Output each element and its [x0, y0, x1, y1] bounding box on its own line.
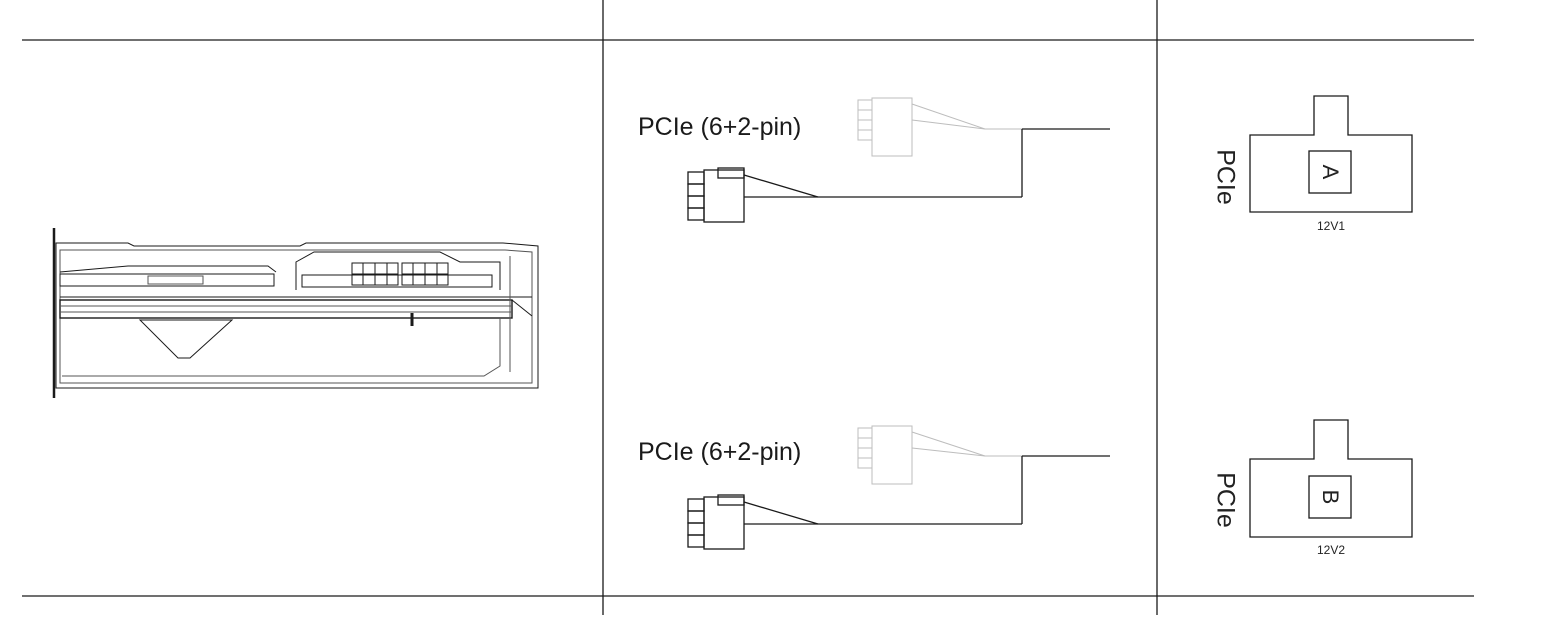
card-label-plate: [147, 275, 204, 285]
psu-connector-a-outline: [1249, 95, 1413, 213]
graphics-card-illustration: [52, 228, 539, 398]
psu-connector-b-outline: [1249, 419, 1413, 538]
pcie-cable-2: [687, 425, 1110, 550]
cable-1-label: PCIe (6+2-pin): [638, 113, 802, 141]
psu-connector-a: [1249, 95, 1413, 213]
faded-connector-2: [857, 425, 1022, 485]
psu-connector-a-letter-box: [1308, 150, 1352, 194]
psu-connector-b-rail-label: 12V2: [1316, 543, 1346, 557]
faded-connector-1: [857, 97, 1022, 157]
power-connector-housing: [295, 251, 501, 290]
backplate-notch: [138, 319, 234, 359]
pcb-end-bevel: [511, 299, 533, 317]
psu-connector-a-rail-label: 12V1: [1316, 219, 1346, 233]
psu-connector-b: [1249, 419, 1413, 538]
gpu-power-sockets: [351, 262, 449, 286]
psu-connector-b-letter-box: [1308, 475, 1352, 519]
shroud-edge-left: [59, 265, 277, 273]
pcie-plug-2: [687, 494, 819, 550]
card-outline: [55, 242, 539, 389]
psu-connector-b-letter: B: [1318, 489, 1343, 505]
cable-2-label: PCIe (6+2-pin): [638, 438, 802, 466]
heatsink-fins-left: [59, 273, 275, 287]
cable-wire-1: [818, 128, 1110, 198]
psu-connector-a-type-label: PCIe: [1211, 149, 1240, 205]
heatsink-fins-right: [301, 274, 493, 288]
psu-connector-a-letter: A: [1318, 164, 1343, 180]
cable-wire-2: [818, 455, 1110, 525]
pcie-cable-1: [687, 97, 1110, 223]
table-grid: [22, 0, 1474, 615]
pcb-fin-band: [59, 299, 513, 319]
card-lower-edge: [62, 318, 501, 377]
psu-connector-b-type-label: PCIe: [1211, 472, 1240, 528]
card-inner-outline: [59, 249, 533, 384]
pcie-plug-1: [687, 167, 819, 223]
